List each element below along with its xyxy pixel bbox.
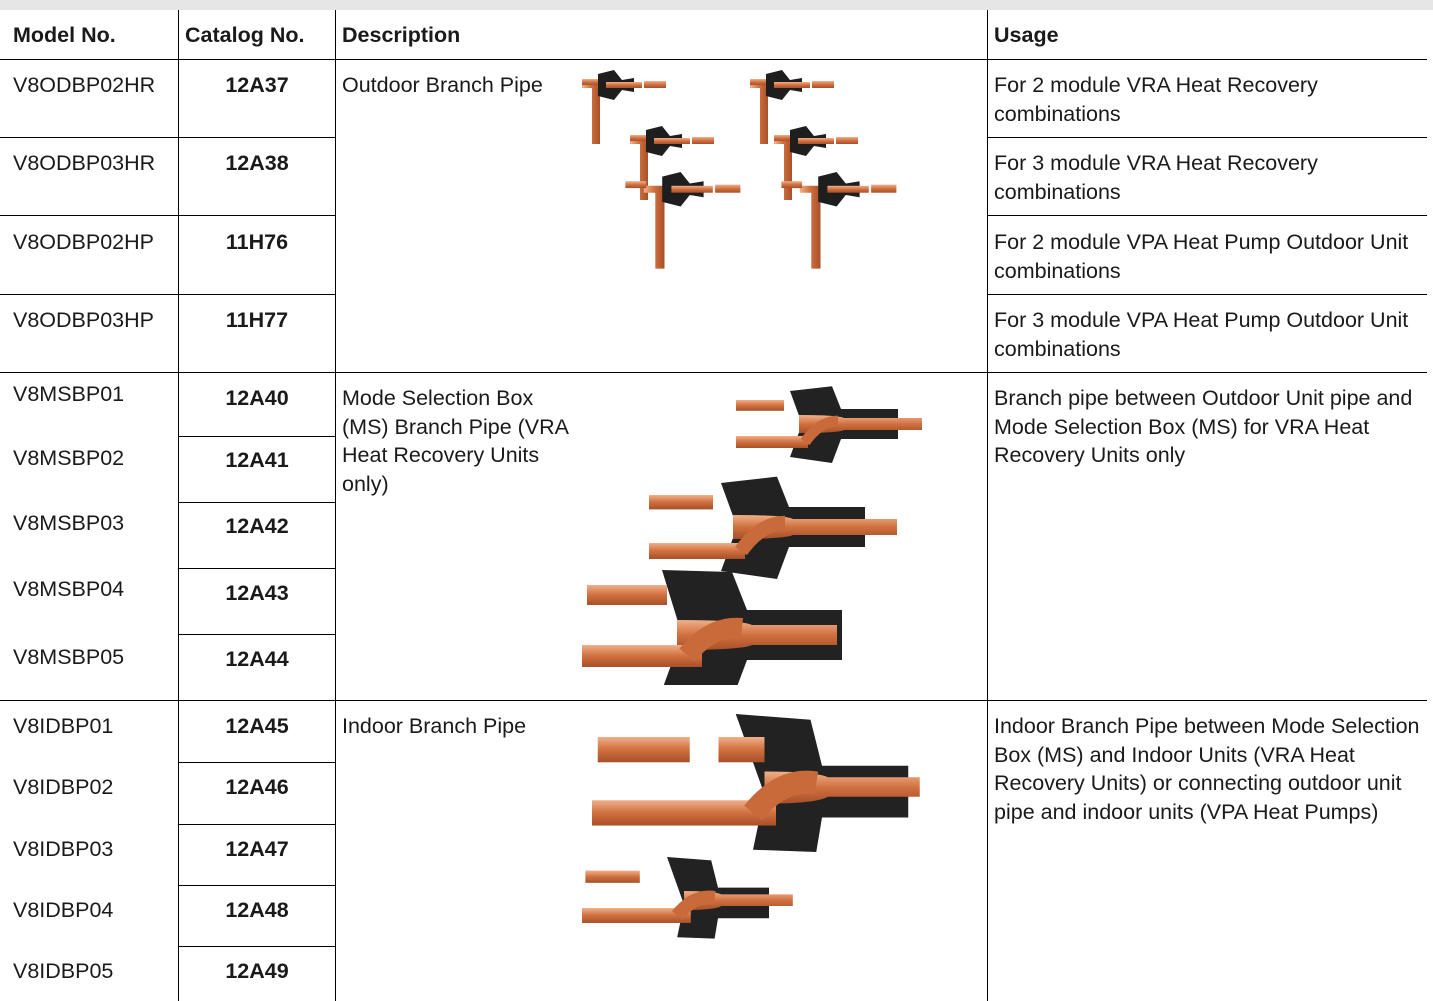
row-divider (178, 634, 335, 635)
row-divider (178, 436, 335, 437)
usage-text: Branch pipe between Outdoor Unit pipe an… (994, 386, 1413, 467)
top-band (0, 0, 1433, 10)
model-no: V8MSBP04 (13, 577, 125, 601)
indoor-branch-pipe-image (582, 714, 920, 939)
usage-text: For 2 module VPA Heat Pump Outdoor Unit … (994, 230, 1409, 283)
catalog-no: 12A41 (225, 448, 289, 472)
model-no: V8ODBP03HP (13, 308, 155, 332)
description-outdoor-branch-pipe: Outdoor Branch Pipe (342, 73, 543, 97)
header-divider (0, 59, 1427, 60)
model-no: V8ODBP02HP (13, 230, 155, 254)
usage-text: For 2 module VRA Heat Recovery combinati… (994, 73, 1318, 126)
catalog-no: 11H77 (225, 308, 289, 332)
row-divider (178, 885, 335, 886)
header-model-no: Model No. (13, 23, 116, 47)
model-no: V8MSBP01 (13, 382, 125, 406)
row-divider (987, 294, 1427, 295)
row-divider (178, 946, 335, 947)
model-no: V8IDBP02 (13, 775, 114, 799)
col-divider-3 (987, 10, 988, 1001)
row-divider (178, 502, 335, 503)
group-divider (0, 372, 1427, 373)
catalog-no: 12A37 (225, 73, 289, 97)
header-description: Description (342, 23, 461, 47)
header-catalog-no: Catalog No. (185, 23, 305, 47)
row-divider (0, 294, 335, 295)
model-no: V8MSBP02 (13, 446, 125, 470)
catalog-no: 11H76 (225, 230, 289, 254)
model-no: V8IDBP01 (13, 714, 114, 738)
catalog-no: 12A49 (225, 959, 289, 983)
row-divider (987, 215, 1427, 216)
catalog-no: 12A38 (225, 151, 289, 175)
catalog-no: 12A46 (225, 775, 289, 799)
catalog-no: 12A48 (225, 898, 289, 922)
ms-branch-pipe-image (582, 386, 922, 685)
row-divider (0, 215, 335, 216)
usage-text: For 3 module VRA Heat Recovery combinati… (994, 151, 1318, 204)
row-divider (178, 762, 335, 763)
col-divider-2 (335, 10, 336, 1001)
description-indoor-branch-pipe: Indoor Branch Pipe (342, 714, 527, 738)
catalog-no: 12A42 (225, 514, 289, 538)
model-no: V8MSBP05 (13, 645, 125, 669)
row-divider (178, 824, 335, 825)
catalog-no: 12A43 (225, 581, 289, 605)
col-divider-1 (178, 10, 179, 1001)
catalog-no: 12A45 (225, 714, 289, 738)
model-no: V8IDBP03 (13, 837, 114, 861)
model-no: V8ODBP03HR (13, 151, 156, 175)
description-ms-branch-pipe: Mode Selection Box (MS) Branch Pipe (VRA… (342, 386, 568, 496)
header-usage: Usage (994, 23, 1059, 47)
usage-text: Indoor Branch Pipe between Mode Selectio… (994, 714, 1420, 824)
row-divider (0, 137, 335, 138)
row-divider (178, 568, 335, 569)
model-no: V8IDBP05 (13, 959, 114, 983)
outdoor-branch-pipe-image (582, 70, 897, 269)
usage-text: For 3 module VPA Heat Pump Outdoor Unit … (994, 308, 1409, 361)
group-divider (0, 700, 1427, 701)
catalog-no: 12A40 (225, 386, 289, 410)
row-divider (987, 137, 1427, 138)
model-no: V8ODBP02HR (13, 73, 156, 97)
model-no: V8MSBP03 (13, 511, 125, 535)
catalog-no: 12A47 (225, 837, 289, 861)
catalog-no: 12A44 (225, 647, 289, 671)
model-no: V8IDBP04 (13, 898, 114, 922)
